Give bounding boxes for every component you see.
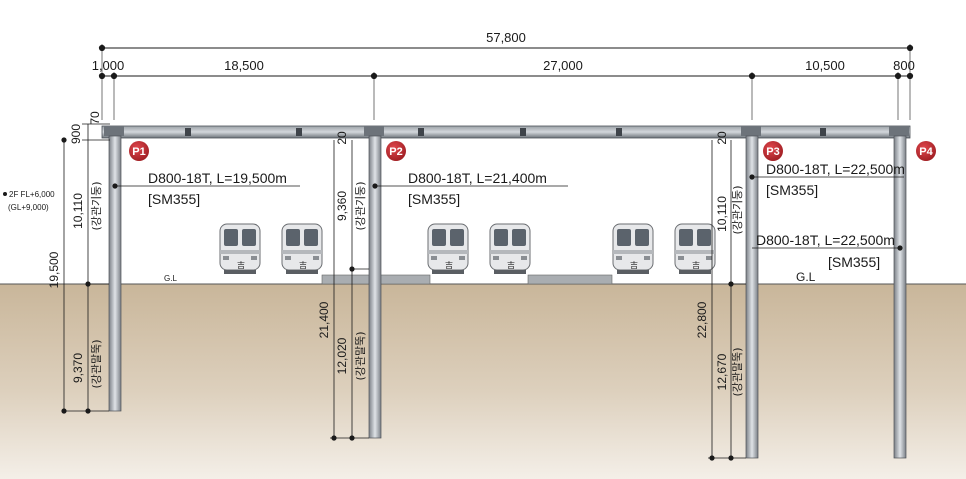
mid-column-dim: 9,360 bbox=[335, 191, 349, 221]
ground-label-left: G.L bbox=[164, 274, 177, 283]
span-dim-5: 800 bbox=[893, 58, 915, 73]
span-dim-2: 18,500 bbox=[224, 58, 264, 73]
left-pile-dim: 9,370 bbox=[71, 353, 85, 383]
column-p4 bbox=[889, 126, 909, 459]
train-mark: 吉 bbox=[692, 261, 700, 270]
svg-text:P3: P3 bbox=[766, 146, 779, 158]
overall-dimension-label: 57,800 bbox=[486, 30, 526, 45]
mid-total-dim: 21,400 bbox=[317, 301, 331, 338]
right-pile-dim: 12,670 bbox=[715, 353, 729, 390]
level-note-line1: 2F FL+6,000 bbox=[9, 190, 55, 199]
badge-p3: P3 bbox=[763, 141, 783, 161]
left-column-dim: 10,110 bbox=[71, 193, 85, 229]
middle-vertical-dims bbox=[330, 140, 369, 441]
mid-pile-dim: 12,020 bbox=[335, 337, 349, 374]
ground-soil bbox=[0, 284, 966, 479]
badge-p1: P1 bbox=[129, 141, 149, 161]
train-mark: 吉 bbox=[445, 261, 453, 270]
badge-p2: P2 bbox=[386, 141, 406, 161]
train-5: 吉 bbox=[612, 223, 654, 275]
spec-p4-line2: [SM355] bbox=[828, 254, 880, 270]
train-mark: 吉 bbox=[299, 261, 307, 270]
dim-70: 70 bbox=[88, 111, 102, 125]
train-3: 吉 bbox=[427, 223, 469, 275]
spec-p3-line2: [SM355] bbox=[766, 182, 818, 198]
train-2: 吉 bbox=[281, 223, 323, 275]
right-total-dim: 22,800 bbox=[695, 301, 709, 338]
mid-pile-label: (강관말뚝) bbox=[354, 331, 367, 380]
spec-p2-line1: D800-18T, L=21,400m bbox=[408, 170, 547, 186]
spec-p1-line1: D800-18T, L=19,500m bbox=[148, 170, 287, 186]
left-vertical-dims bbox=[61, 137, 109, 414]
roof-joints bbox=[185, 128, 826, 136]
dim-20-p3: 20 bbox=[715, 131, 729, 145]
spec-p3-line1: D800-18T, L=22,500m bbox=[766, 161, 905, 177]
column-p1 bbox=[104, 126, 124, 412]
train-mark: 吉 bbox=[237, 261, 245, 270]
svg-text:P2: P2 bbox=[389, 146, 402, 158]
span-dim-4: 10,500 bbox=[805, 58, 845, 73]
left-total-dim: 19,500 bbox=[47, 251, 61, 288]
train-1: 吉 bbox=[219, 223, 261, 275]
roof-beam bbox=[101, 125, 911, 139]
right-column-dim: 10,110 bbox=[715, 196, 729, 232]
column-p3 bbox=[741, 126, 761, 459]
dim-900: 900 bbox=[69, 124, 83, 144]
train-4: 吉 bbox=[489, 223, 531, 275]
column-p2 bbox=[364, 126, 384, 439]
left-column-label: (강관기둥) bbox=[90, 181, 103, 230]
right-vertical-dims bbox=[708, 140, 746, 461]
top-dimension-overall bbox=[98, 44, 914, 120]
spec-leaders bbox=[112, 174, 904, 251]
badge-p4: P4 bbox=[916, 141, 936, 161]
svg-text:P4: P4 bbox=[919, 146, 933, 158]
span-dim-3: 27,000 bbox=[543, 58, 583, 73]
right-pile-label: (강관말뚝) bbox=[731, 347, 744, 396]
spec-p4-line1: D800-18T, L=22,500m bbox=[756, 232, 895, 248]
span-dim-1: 1,000 bbox=[92, 58, 125, 73]
roof-detail-dim bbox=[82, 123, 110, 141]
right-column-label: (강관기둥) bbox=[731, 185, 744, 234]
level-note-line2: (GL+9,000) bbox=[8, 203, 49, 212]
level-marker bbox=[3, 192, 7, 196]
left-pile-label: (강관말뚝) bbox=[90, 339, 103, 388]
train-mark: 吉 bbox=[630, 261, 638, 270]
mid-column-label: (강관기둥) bbox=[354, 181, 367, 230]
train-mark: 吉 bbox=[507, 261, 515, 270]
ground-label-right: G.L bbox=[796, 270, 816, 284]
spec-p1-line2: [SM355] bbox=[148, 191, 200, 207]
spec-p2-line2: [SM355] bbox=[408, 191, 460, 207]
dim-20-p2: 20 bbox=[335, 131, 349, 145]
train-6: 吉 bbox=[674, 223, 716, 275]
top-dimension-spans bbox=[98, 72, 914, 120]
platform-right bbox=[527, 274, 613, 285]
svg-text:P1: P1 bbox=[132, 146, 145, 158]
